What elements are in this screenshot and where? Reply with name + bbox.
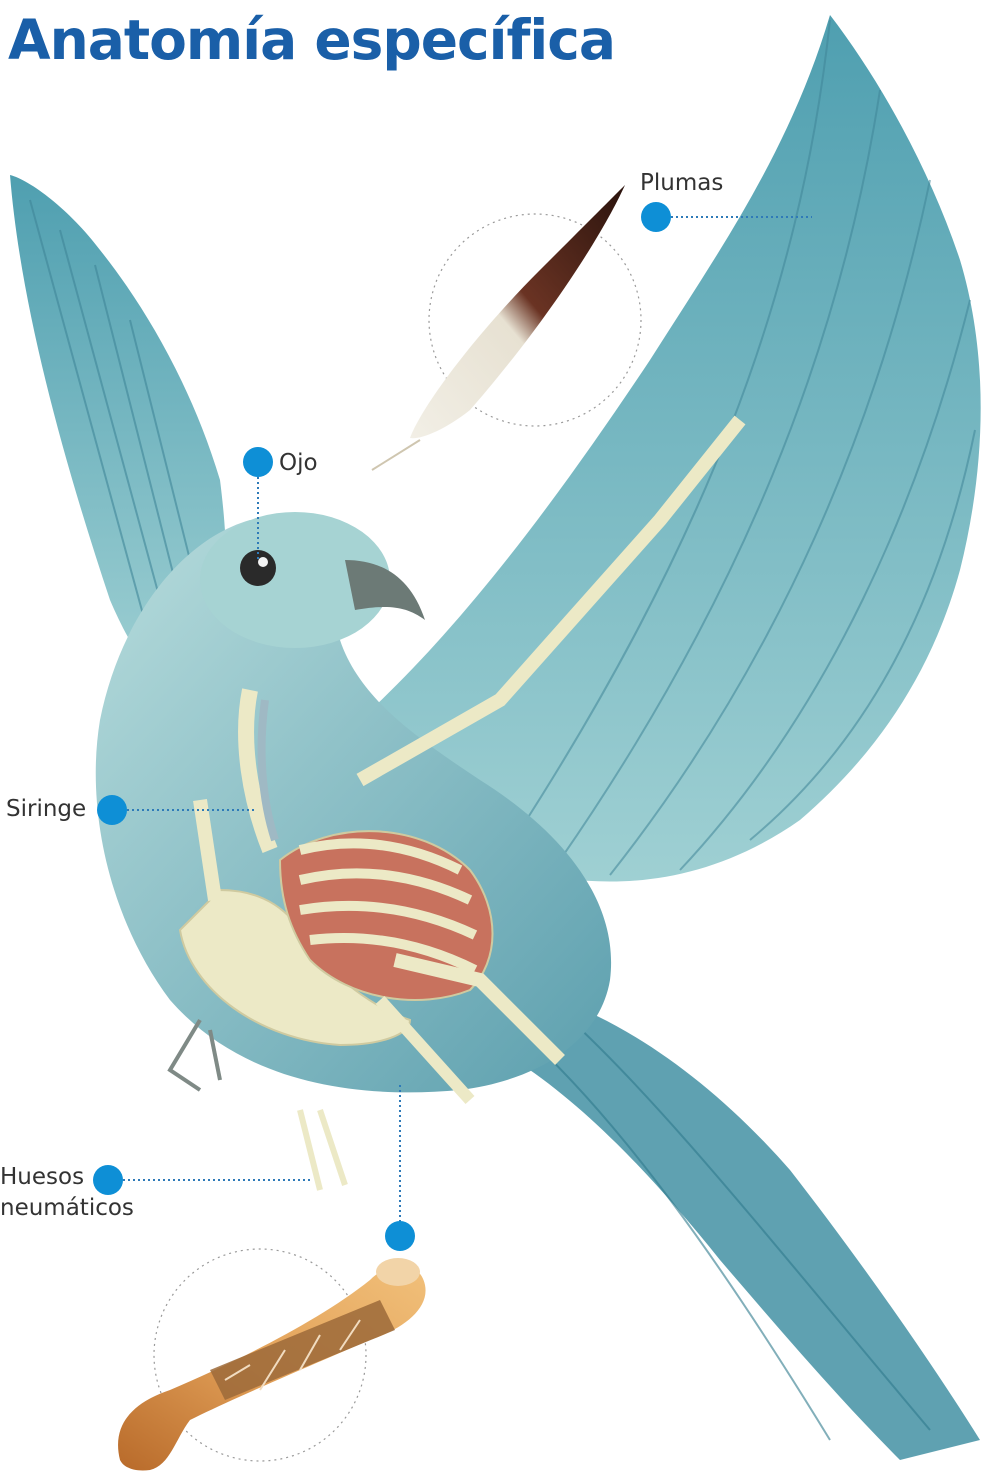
label-siringe: Siringe xyxy=(6,794,86,825)
label-ojo: Ojo xyxy=(279,448,318,479)
label-huesos-neumaticos: Huesos neumáticos xyxy=(0,1162,134,1224)
feather-detail xyxy=(372,185,641,470)
label-plumas: Plumas xyxy=(640,168,723,199)
bird-head xyxy=(200,512,425,648)
marker-ojo-icon xyxy=(243,447,273,477)
right-wing xyxy=(360,15,981,882)
marker-plumas-icon xyxy=(641,202,671,232)
tail xyxy=(480,1000,980,1460)
marker-huesos-detail-icon xyxy=(385,1221,415,1251)
marker-siringe-icon xyxy=(97,795,127,825)
pneumatic-bone-detail xyxy=(118,1249,426,1471)
